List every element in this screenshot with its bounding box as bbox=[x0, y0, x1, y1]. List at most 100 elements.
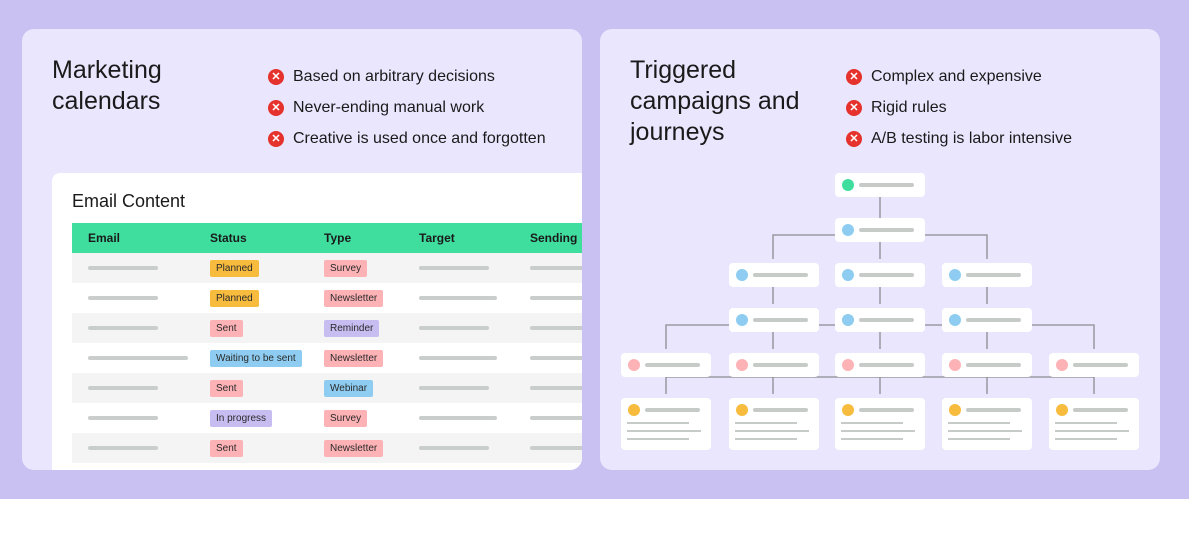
x-circle-icon: ✕ bbox=[846, 130, 862, 147]
journey-node bbox=[729, 263, 819, 287]
con-item: ✕Creative is used once and forgotten bbox=[268, 123, 546, 154]
table-row[interactable]: Sent Reminder bbox=[72, 313, 582, 343]
email-placeholder bbox=[88, 416, 158, 420]
con-item: ✕A/B testing is labor intensive bbox=[846, 123, 1072, 154]
node-dot-icon bbox=[842, 314, 854, 326]
journey-node bbox=[942, 308, 1032, 332]
journey-node bbox=[835, 308, 925, 332]
type-badge: Newsletter bbox=[324, 349, 384, 367]
email-placeholder bbox=[88, 356, 188, 360]
header-email: Email bbox=[88, 231, 121, 245]
header-target: Target bbox=[419, 231, 455, 245]
node-label-placeholder bbox=[1073, 408, 1128, 412]
email-placeholder bbox=[88, 446, 158, 450]
x-circle-icon: ✕ bbox=[846, 99, 862, 116]
node-dot-icon bbox=[736, 269, 748, 281]
node-dot-icon bbox=[842, 224, 854, 236]
header-type: Type bbox=[324, 231, 352, 245]
type-badge: Survey bbox=[324, 409, 368, 427]
table-row[interactable]: Planned Newsletter bbox=[72, 283, 582, 313]
type-badge: Reminder bbox=[324, 319, 380, 337]
target-placeholder bbox=[419, 296, 497, 300]
sending-placeholder bbox=[530, 296, 582, 300]
target-placeholder bbox=[419, 326, 489, 330]
target-placeholder bbox=[419, 266, 489, 270]
node-dot-icon bbox=[628, 359, 640, 371]
target-placeholder bbox=[419, 356, 497, 360]
header-sending: Sending bbox=[530, 231, 578, 245]
email-placeholder bbox=[88, 296, 158, 300]
con-item: ✕Never-ending manual work bbox=[268, 92, 546, 123]
sending-placeholder bbox=[530, 266, 582, 270]
node-label-placeholder bbox=[859, 318, 914, 322]
node-dot-icon bbox=[1056, 359, 1068, 371]
sending-placeholder bbox=[530, 326, 582, 330]
node-label-placeholder bbox=[753, 318, 808, 322]
email-placeholder bbox=[88, 386, 158, 390]
journey-node bbox=[942, 353, 1032, 377]
node-dot-icon bbox=[949, 359, 961, 371]
status-badge: Waiting to be sent bbox=[210, 349, 302, 367]
node-label-placeholder bbox=[859, 273, 914, 277]
table-row[interactable]: Planned Survey bbox=[72, 253, 582, 283]
sending-placeholder bbox=[530, 446, 582, 450]
table-row[interactable]: Sent Newsletter bbox=[72, 433, 582, 463]
journey-node bbox=[942, 398, 1032, 450]
node-dot-icon bbox=[736, 404, 748, 416]
table-title: Email Content bbox=[72, 191, 186, 211]
node-dot-icon bbox=[842, 179, 854, 191]
sending-placeholder bbox=[530, 416, 582, 420]
journey-node bbox=[1049, 353, 1139, 377]
node-dot-icon bbox=[736, 359, 748, 371]
node-dot-icon bbox=[628, 404, 640, 416]
journey-node bbox=[1049, 398, 1139, 450]
node-dot-icon bbox=[949, 314, 961, 326]
node-label-placeholder bbox=[966, 363, 1021, 367]
con-item: ✕Based on arbitrary decisions bbox=[268, 61, 546, 92]
node-dot-icon bbox=[949, 269, 961, 281]
sending-placeholder bbox=[530, 356, 582, 360]
node-label-placeholder bbox=[859, 183, 914, 187]
node-label-placeholder bbox=[966, 273, 1021, 277]
journey-node bbox=[835, 353, 925, 377]
node-label-placeholder bbox=[966, 408, 1021, 412]
journey-node bbox=[835, 218, 925, 242]
target-placeholder bbox=[419, 386, 489, 390]
journey-node bbox=[621, 353, 711, 377]
journey-node bbox=[729, 308, 819, 332]
node-dot-icon bbox=[842, 359, 854, 371]
table-row[interactable]: In progress Survey bbox=[72, 403, 582, 433]
x-circle-icon: ✕ bbox=[268, 130, 284, 147]
node-label-placeholder bbox=[859, 408, 914, 412]
journey-node bbox=[729, 353, 819, 377]
table-row[interactable]: Sent Webinar bbox=[72, 373, 582, 403]
status-badge: In progress bbox=[210, 409, 273, 427]
status-badge: Sent bbox=[210, 319, 243, 337]
journey-node bbox=[835, 398, 925, 450]
table-row[interactable]: Waiting to be sent Newsletter bbox=[72, 343, 582, 373]
email-content-table-card: Email Content Email Status Type Target S… bbox=[52, 173, 582, 470]
journey-node bbox=[621, 398, 711, 450]
node-label-placeholder bbox=[645, 363, 700, 367]
cons-list: ✕Complex and expensive ✕Rigid rules ✕A/B… bbox=[846, 61, 1072, 154]
cons-list: ✕Based on arbitrary decisions ✕Never-end… bbox=[268, 61, 546, 154]
sending-placeholder bbox=[530, 386, 582, 390]
status-badge: Planned bbox=[210, 259, 259, 277]
email-placeholder bbox=[88, 266, 158, 270]
journey-node bbox=[835, 263, 925, 287]
type-badge: Webinar bbox=[324, 379, 374, 397]
node-dot-icon bbox=[1056, 404, 1068, 416]
target-placeholder bbox=[419, 446, 489, 450]
con-item: ✕Rigid rules bbox=[846, 92, 1072, 123]
type-badge: Newsletter bbox=[324, 289, 384, 307]
node-dot-icon bbox=[842, 404, 854, 416]
node-dot-icon bbox=[736, 314, 748, 326]
node-label-placeholder bbox=[966, 318, 1021, 322]
x-circle-icon: ✕ bbox=[268, 68, 284, 85]
node-dot-icon bbox=[949, 404, 961, 416]
node-label-placeholder bbox=[859, 228, 914, 232]
